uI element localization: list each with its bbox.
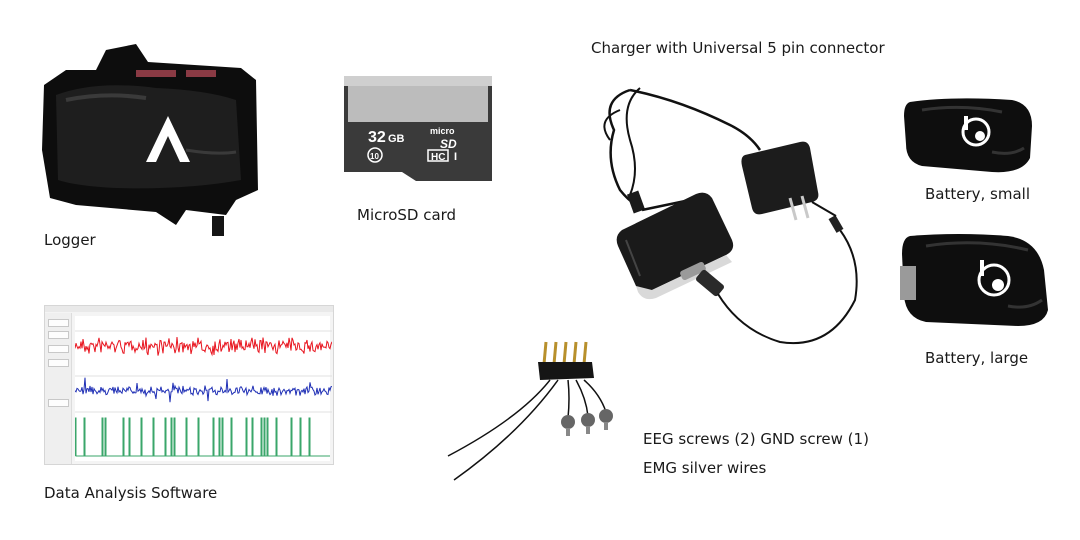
hc-text: HC bbox=[431, 152, 445, 163]
micro-text: micro bbox=[430, 126, 455, 136]
battery-large bbox=[898, 230, 1052, 330]
microsd-label: MicroSD card bbox=[357, 206, 457, 224]
battery-small bbox=[902, 96, 1034, 176]
speed-class-text: 10 bbox=[370, 152, 379, 161]
sd-text: SD bbox=[440, 137, 457, 151]
eeg-trace bbox=[74, 336, 333, 357]
capacity-text: 32 bbox=[368, 129, 386, 146]
emg-trace bbox=[74, 377, 333, 403]
battery-logo-icon bbox=[961, 116, 991, 147]
software-label: Data Analysis Software bbox=[44, 484, 218, 502]
logo-a-icon bbox=[146, 116, 190, 162]
charger-label: Charger with Universal 5 pin connector bbox=[591, 39, 885, 57]
microsd-card: 32 GB micro SD HC I 10 bbox=[344, 76, 492, 186]
electrodes-label-line1: EEG screws (2) GND screw (1) bbox=[643, 430, 869, 448]
logger-device bbox=[36, 40, 266, 240]
software-sidebar bbox=[45, 313, 72, 464]
software-titlebar bbox=[45, 306, 333, 312]
hypnogram-trace bbox=[74, 417, 330, 457]
charger-device bbox=[600, 80, 870, 350]
software-plot-area bbox=[74, 316, 333, 461]
capacity-unit-text: GB bbox=[388, 133, 405, 145]
battery-small-label: Battery, small bbox=[925, 185, 1031, 203]
uhs-text: I bbox=[454, 151, 457, 163]
software-screenshot bbox=[44, 305, 334, 465]
logger-label: Logger bbox=[44, 231, 96, 249]
electrodes-label-line2: EMG silver wires bbox=[643, 459, 767, 477]
battery-large-label: Battery, large bbox=[925, 349, 1029, 367]
battery-logo-icon bbox=[977, 260, 1011, 297]
electrode-connector bbox=[400, 338, 630, 488]
